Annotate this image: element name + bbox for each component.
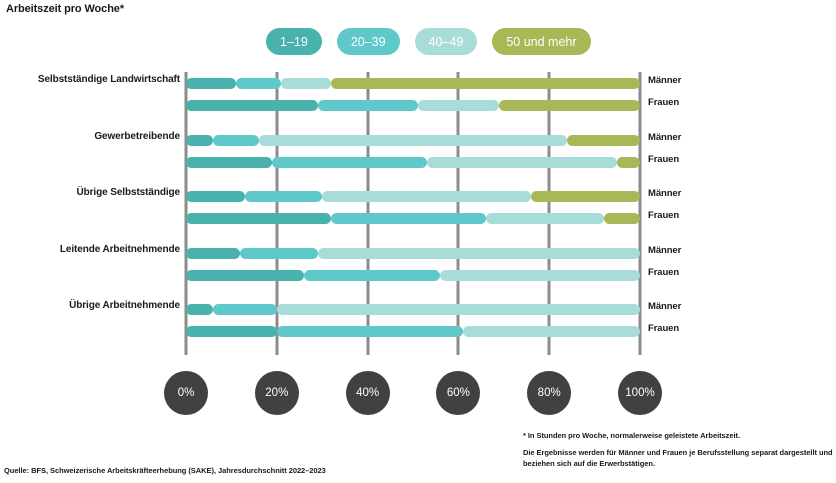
axis-tick-100: 100% <box>618 371 662 415</box>
axis-tick-60: 60% <box>436 371 481 415</box>
bar-segment-1[interactable] <box>272 156 427 168</box>
bar-row[interactable] <box>186 191 640 203</box>
bar-segment-1[interactable] <box>245 191 323 203</box>
bar-segment-3[interactable] <box>617 156 640 168</box>
bar-segment-2[interactable] <box>258 134 568 146</box>
legend-item-label: 50 und mehr <box>506 34 577 49</box>
bar-segment-1[interactable] <box>317 100 418 111</box>
bar-segment-0[interactable] <box>186 304 214 316</box>
bar-segment-2[interactable] <box>440 269 640 281</box>
bar-row[interactable] <box>186 156 640 168</box>
bar-segment-0[interactable] <box>186 213 332 225</box>
axis-tick-40: 40% <box>345 371 390 415</box>
bar-segment-2[interactable] <box>462 326 640 338</box>
series-label-männer: Männer <box>648 188 682 200</box>
bar-segment-3[interactable] <box>331 78 640 89</box>
legend-item-0[interactable]: 1–19 <box>266 28 322 55</box>
bar-track <box>186 191 640 203</box>
page-title: Arbeitszeit pro Woche* <box>6 3 125 15</box>
bar-segment-1[interactable] <box>235 78 282 89</box>
bar-row[interactable] <box>186 100 640 111</box>
bar-segment-0[interactable] <box>186 100 318 111</box>
footnote-secondary: Die Ergebnisse werden für Männer und Fra… <box>523 447 833 468</box>
bar-segment-1[interactable] <box>213 134 259 146</box>
bar-segment-1[interactable] <box>304 269 441 281</box>
bar-row[interactable] <box>186 78 640 89</box>
bar-segment-2[interactable] <box>485 213 604 225</box>
x-axis: 0% 20% 40% 60% 80% 100% <box>164 371 662 415</box>
bar-segment-2[interactable] <box>317 247 640 259</box>
bar-segment-1[interactable] <box>276 326 463 338</box>
bar-track <box>186 269 640 281</box>
bar-track <box>186 100 640 111</box>
series-label-männer: Männer <box>648 131 682 143</box>
footnote-block: * In Stunden pro Woche, normalerweise ge… <box>523 431 833 470</box>
bar-track <box>186 247 640 259</box>
series-label-frauen: Frauen <box>648 153 680 165</box>
bar-track <box>186 134 640 146</box>
bar-segment-0[interactable] <box>186 134 214 146</box>
category-label: Gewerbetreibende <box>94 130 180 142</box>
plot-area <box>184 72 642 355</box>
category-label: Leitende Arbeitnehmende <box>59 243 180 255</box>
bar-segment-3[interactable] <box>499 100 640 111</box>
legend-item-1[interactable]: 20–39 <box>336 28 400 55</box>
bar-segment-2[interactable] <box>281 78 332 89</box>
bar-segment-2[interactable] <box>426 156 618 168</box>
bar-segment-0[interactable] <box>186 156 273 168</box>
bar-segment-3[interactable] <box>603 213 640 225</box>
category-label: Übrige Arbeitnehmende <box>69 300 180 312</box>
axis-tick-80: 80% <box>527 371 572 415</box>
category-label: Selbstständige Landwirtschaft <box>37 74 180 85</box>
bar-segment-3[interactable] <box>531 191 640 203</box>
bar-track <box>186 78 640 89</box>
bar-row[interactable] <box>186 326 640 338</box>
bar-track <box>186 156 640 168</box>
source-note: Quelle: BFS, Schweizerische Arbeitskräft… <box>4 466 326 475</box>
bar-segment-0[interactable] <box>186 78 236 89</box>
bar-track <box>186 304 640 316</box>
footnote-primary: * In Stunden pro Woche, normalerweise ge… <box>523 431 741 440</box>
bar-segment-0[interactable] <box>186 247 241 259</box>
category-label: Übrige Selbstständige <box>76 187 181 199</box>
bar-segment-1[interactable] <box>331 213 486 225</box>
axis-tick-0: 0% <box>164 371 208 415</box>
series-label-männer: Männer <box>648 244 682 256</box>
legend-item-2[interactable]: 40–49 <box>414 28 478 55</box>
bar-row[interactable] <box>186 269 640 281</box>
legend-item-label: 20–39 <box>350 34 386 49</box>
legend-item-3[interactable]: 50 und mehr <box>492 28 591 55</box>
bar-segment-1[interactable] <box>213 304 277 316</box>
series-label-frauen: Frauen <box>648 97 680 108</box>
bar-segment-2[interactable] <box>417 100 500 111</box>
series-label-frauen: Frauen <box>648 266 680 278</box>
legend-item-label: 40–49 <box>428 34 464 49</box>
series-label-männer: Männer <box>648 75 682 86</box>
series-label-frauen: Frauen <box>648 210 680 222</box>
bar-segment-3[interactable] <box>567 134 640 146</box>
bar-segment-0[interactable] <box>186 269 305 281</box>
bar-track <box>186 213 640 225</box>
bar-row[interactable] <box>186 304 640 316</box>
series-label-männer: Männer <box>648 301 682 313</box>
bar-track <box>186 326 640 338</box>
chart-legend: 1–19 20–39 40–49 50 und mehr <box>266 28 591 55</box>
bar-row[interactable] <box>186 134 640 146</box>
axis-tick-20: 20% <box>254 371 299 415</box>
bar-segment-0[interactable] <box>186 191 246 203</box>
bar-segment-0[interactable] <box>186 326 277 338</box>
bar-segment-2[interactable] <box>276 304 640 316</box>
legend-item-label: 1–19 <box>280 34 308 49</box>
series-label-frauen: Frauen <box>648 323 680 335</box>
bar-row[interactable] <box>186 247 640 259</box>
bar-segment-2[interactable] <box>322 191 532 203</box>
bar-segment-1[interactable] <box>240 247 318 259</box>
bar-row[interactable] <box>186 213 640 225</box>
